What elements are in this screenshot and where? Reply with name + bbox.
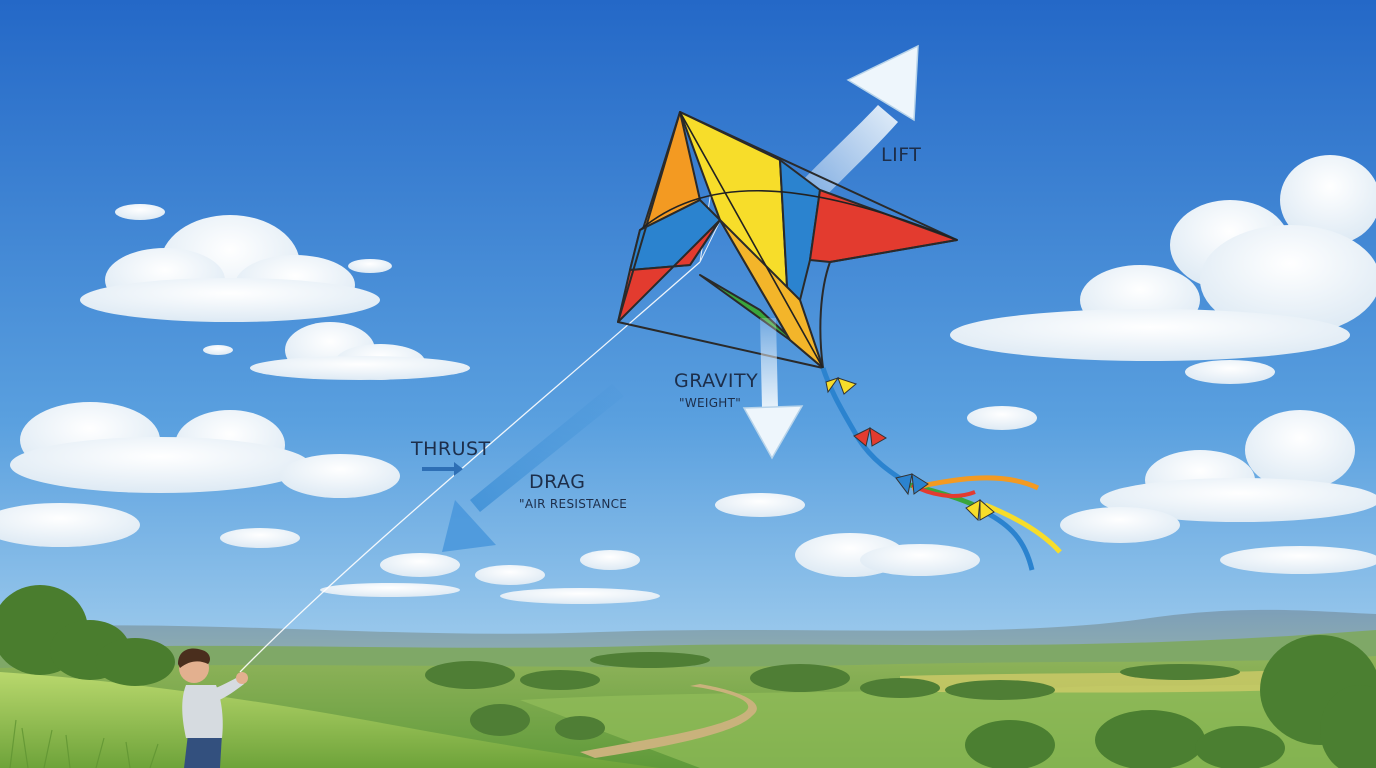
arrow-right-icon [422,462,463,476]
lift-label: LIFT [881,144,922,166]
drag-label: DRAG [529,471,586,493]
boy-shirt [182,685,223,738]
kite-spars [639,111,958,369]
arrow-down-icon [742,405,804,460]
gravity-sublabel: "WEIGHT" [679,396,742,410]
cloud-mid-left [203,322,470,380]
dirt-path [580,684,757,758]
thrust-label: THRUST [411,438,491,460]
left-trees [0,585,175,686]
cloud-center-low [320,493,980,604]
tail-bow-1 [825,377,858,395]
boy-arm [210,676,244,702]
boy-hand [236,672,248,684]
arrow-down-left-icon [442,500,496,552]
cloud-right-large [950,155,1376,430]
tail-bow-2 [853,427,887,447]
gravity-label: GRAVITY [674,370,759,392]
tree-lines [425,652,1240,740]
cloud-right-low [1060,410,1376,574]
arrow-up-right-icon [846,44,919,122]
gravity-arrow-shaft [760,318,778,408]
drag-arrow-shaft [470,384,624,512]
foreground-hill [0,672,660,768]
boy-legs [184,734,222,768]
right-trees [965,635,1376,768]
boy-flying-kite [178,648,248,768]
clouds [0,155,1376,604]
drag-sublabel: "AIR RESISTANCE [519,497,628,511]
grass-blades [9,719,159,768]
tail-bow-3 [895,473,929,496]
cloud-low-left [0,402,400,548]
cloud-upper-left [80,204,392,322]
kite-string [239,261,701,673]
boy-hair [178,648,210,668]
tail-bow-4 [965,498,995,522]
kite-tail [820,367,1062,571]
